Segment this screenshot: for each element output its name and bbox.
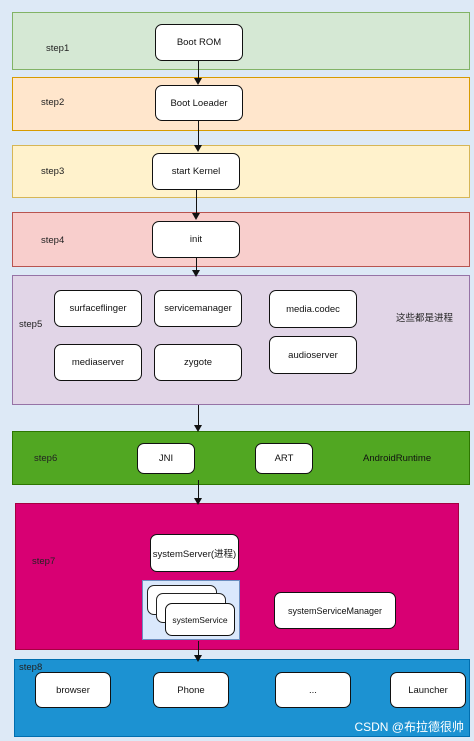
boot-loader-node: Boot Loeader: [155, 85, 243, 121]
system-service-manager-node: systemServiceManager: [274, 592, 396, 629]
system-service-node: systemService: [165, 603, 235, 636]
start-kernel-node: start Kernel: [152, 153, 240, 190]
watermark: CSDN @布拉德很帅: [354, 720, 464, 734]
phone-node: Phone: [153, 672, 229, 708]
surfaceflinger-node: surfaceflinger: [54, 290, 142, 327]
art-node: ART: [255, 443, 313, 474]
step3-label: step3: [41, 166, 65, 177]
processes-note: 这些都是进程: [396, 313, 454, 324]
step4-label: step4: [41, 235, 65, 246]
step3-band: [12, 145, 470, 198]
jni-node: JNI: [137, 443, 195, 474]
step8-label: step8: [19, 662, 43, 673]
step5-label: step5: [19, 319, 43, 330]
init-node: init: [152, 221, 240, 258]
step7-label: step7: [32, 556, 56, 567]
zygote-node: zygote: [154, 344, 242, 381]
browser-node: browser: [35, 672, 111, 708]
audioserver-node: audioserver: [269, 336, 357, 374]
step6-label: step6: [34, 453, 58, 464]
ellipsis-node: ...: [275, 672, 351, 708]
media-codec-node: media.codec: [269, 290, 357, 328]
step2-label: step2: [41, 97, 65, 108]
boot-rom-node: Boot ROM: [155, 24, 243, 61]
step1-label: step1: [46, 43, 70, 54]
step4-band: [12, 212, 470, 267]
launcher-node: Launcher: [390, 672, 466, 708]
system-server-node: systemServer(进程): [150, 534, 239, 572]
mediaserver-node: mediaserver: [54, 344, 142, 381]
step6-band: [12, 431, 470, 485]
servicemanager-node: servicemanager: [154, 290, 242, 327]
android-runtime-note: AndroidRuntime: [363, 453, 432, 464]
